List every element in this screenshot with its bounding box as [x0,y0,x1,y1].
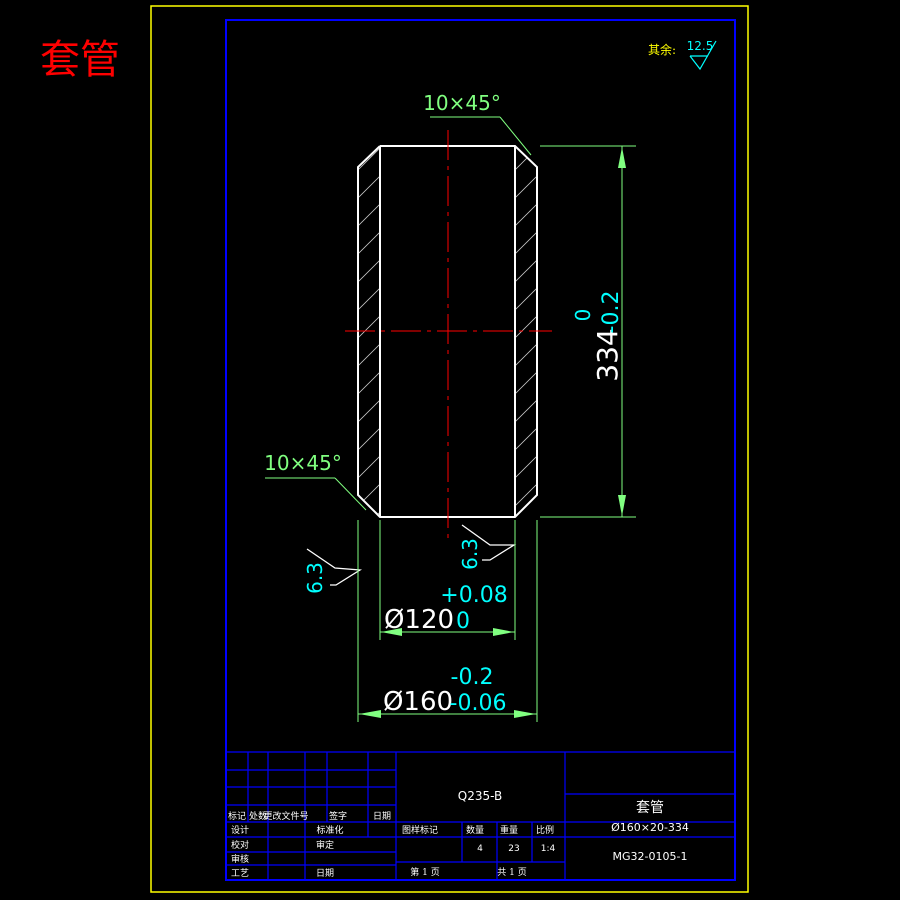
tb-header-count: 处数 [249,810,267,822]
chamfer-label-top: 10×45° [423,91,501,115]
length-nominal: 334 [591,328,624,381]
tb-role-review: 审核 [231,853,249,865]
chamfer-leader-top-arm [499,116,532,156]
hatch-line [515,203,537,227]
tb-header-date: 日期 [373,811,391,822]
length-arrow-bottom [618,495,626,516]
tb-weight-value: 23 [508,844,519,854]
hatch-line [358,427,380,451]
inner-dia-arrow-right [493,628,514,636]
hatch-line [358,175,380,199]
hatch-line [358,315,380,339]
outer-dia-upper-tol: -0.2 [451,665,494,690]
hatch-line [515,147,537,171]
inner-diameter-dimension: Ø120 +0.08 0 [379,520,516,640]
hatch-line [515,511,537,517]
hatch-line [358,399,380,423]
hatch-line [358,287,380,311]
roughness-note-value: 12.5 [687,39,714,53]
outer-border [150,5,749,893]
tb-spec: Ø160×20-334 [611,821,689,834]
tb-qty-label: 数量 [466,824,484,836]
centerlines [345,130,552,540]
hatch-line [515,315,537,339]
tb-header-signature: 签字 [329,810,347,822]
inner-dia-arrow-left [381,628,402,636]
hatch-line [515,231,537,255]
tb-total-label: 共 1 页 [497,867,526,878]
outer-dia-arrow-right [514,710,536,718]
hatch-line [358,455,380,479]
title-block-text: Q235-B 套管 Ø160×20-334 MG32-0105-1 标记 处数 … [228,789,689,879]
roughness-note-label: 其余: [648,42,676,57]
tb-part-name: 套管 [636,800,664,816]
tb-sheet-label: 第 1 页 [410,866,439,878]
hatch-line [358,147,380,171]
hatch-line [358,343,380,367]
chamfer-callout-bottom: 10×45° [264,451,367,511]
tb-weight-label: 重量 [500,824,518,836]
hatch-line [515,455,537,479]
hatch-line [358,231,380,255]
tb-stage-label: 图样标记 [402,824,438,836]
tb-header-mark: 标记 [228,810,246,822]
roughness-symbol-icon [689,40,717,71]
chamfer-callout-top: 10×45° [423,91,532,156]
hatch-line [358,511,380,517]
hatch-line [358,483,380,507]
outer-diameter-dimension: Ø160 -0.2 -0.06 [357,520,538,722]
tb-role-design: 设计 [231,824,249,836]
outer-dia-lower-tol: -0.06 [450,691,507,716]
hatch-line [515,427,537,451]
length-upper-tol: 0 [571,309,595,322]
tb-material: Q235-B [458,789,502,803]
tb-scale-label: 比例 [536,824,554,836]
inner-border [225,19,736,881]
roughness-inner-value: 6.3 [458,538,482,570]
hatch-line [515,343,537,367]
roughness-left-value: 6.3 [303,562,327,594]
hatch-line [515,175,537,199]
roughness-left: 6.3 [303,548,363,594]
roughness-note: 其余: 12.5 [648,39,717,71]
hatch-line [515,371,537,395]
hatch-line [515,399,537,423]
hatch-line [515,287,537,311]
tb-drawing-no: MG32-0105-1 [613,850,688,863]
tb-scale-value: 1:4 [541,844,556,854]
tb-qty-value: 4 [477,844,483,854]
hatch-line [515,259,537,283]
inner-dia-lower-tol: 0 [456,609,470,634]
tb-role-date: 日期 [316,868,334,879]
chamfer-label-bottom: 10×45° [264,451,342,475]
tb-header-change-doc: 更改文件号 [263,810,308,822]
hatch-line [515,540,537,562]
hatch-line [358,371,380,395]
chamfer-leader-bottom-arm [334,477,367,511]
title-block [226,751,735,880]
tb-role-check: 校对 [231,839,249,851]
tb-role-approve: 审定 [316,839,334,851]
roughness-left-icon [306,548,363,586]
length-arrow-top [618,147,626,168]
part-outline [357,145,538,518]
length-lower-tol: -0.2 [599,291,624,334]
roughness-inner: 6.3 [458,524,517,570]
tb-role-standardization: 标准化 [316,824,343,836]
outer-dia-nominal: Ø160 [383,687,453,717]
hatch-line [358,540,380,562]
inner-dia-nominal: Ø120 [384,605,454,635]
hatch-line [358,259,380,283]
roughness-inner-icon [461,524,517,561]
hatch-line [358,120,380,142]
hatch-line [358,203,380,227]
inner-dia-upper-tol: +0.08 [440,583,507,608]
tb-role-process: 工艺 [231,868,249,879]
length-dimension: 334 0 -0.2 [540,145,636,518]
hatch-line [515,483,537,507]
header-title: 套管 [40,37,120,83]
outer-dia-arrow-left [359,710,381,718]
section-hatch [358,120,537,562]
